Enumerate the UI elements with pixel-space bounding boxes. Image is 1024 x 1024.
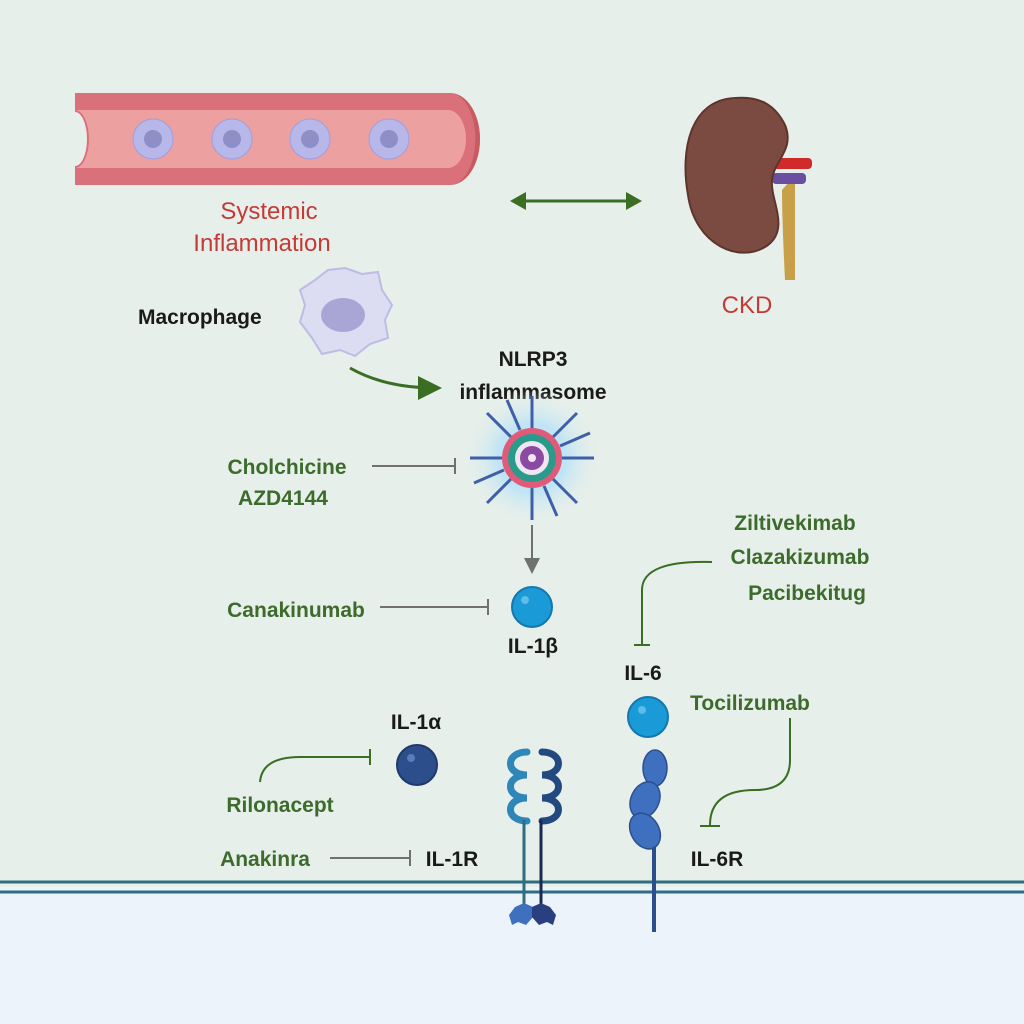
il1a-icon	[396, 744, 438, 786]
anakinra-label: Anakinra	[220, 848, 310, 871]
blood-vessel-icon	[75, 93, 480, 185]
macrophage-label: Macrophage	[138, 306, 262, 329]
pacibekitug-label: Pacibekitug	[748, 582, 866, 605]
il1-receptor-icon	[507, 748, 562, 925]
ziltivekimab-label: Ziltivekimab	[734, 512, 855, 535]
azd4144-label: AZD4144	[238, 487, 328, 510]
il1b-icon	[511, 586, 553, 628]
nlrp3-label: NLRP3	[499, 348, 568, 371]
anakinra-inhibition-line	[330, 850, 411, 866]
tocilizumab-label: Tocilizumab	[690, 692, 810, 715]
il1a-label: IL-1α	[391, 711, 441, 734]
il1b-label: IL-1β	[508, 635, 558, 658]
il1r-label: IL-1R	[426, 848, 479, 871]
macrophage-to-nlrp3-arrow	[349, 366, 442, 400]
systemic-label: Systemic	[220, 198, 317, 225]
rilonacept-inhibition-line	[259, 749, 371, 783]
macrophage-icon	[298, 266, 394, 358]
il6r-label: IL-6R	[691, 848, 744, 871]
inflammation-label: Inflammation	[193, 230, 330, 257]
clazakizumab-label: Clazakizumab	[731, 546, 870, 569]
ckd-label: CKD	[722, 292, 773, 319]
intracellular-region	[0, 887, 1024, 1024]
il6-label: IL-6	[624, 662, 661, 685]
inflammasome-inhibition-line	[372, 458, 456, 474]
inflammasome-icon	[464, 390, 600, 526]
bidirectional-arrow-icon	[510, 192, 642, 210]
il6-inhibition-line	[634, 560, 713, 646]
cholchicine-label: Cholchicine	[227, 456, 346, 479]
canakinumab-label: Canakinumab	[227, 599, 365, 622]
kidney-icon	[684, 96, 812, 280]
tocilizumab-inhibition-line	[700, 718, 791, 827]
rilonacept-label: Rilonacept	[226, 794, 333, 817]
il6-receptor-icon	[628, 749, 668, 932]
canakinumab-inhibition-line	[380, 599, 489, 615]
il6-icon	[627, 696, 669, 738]
